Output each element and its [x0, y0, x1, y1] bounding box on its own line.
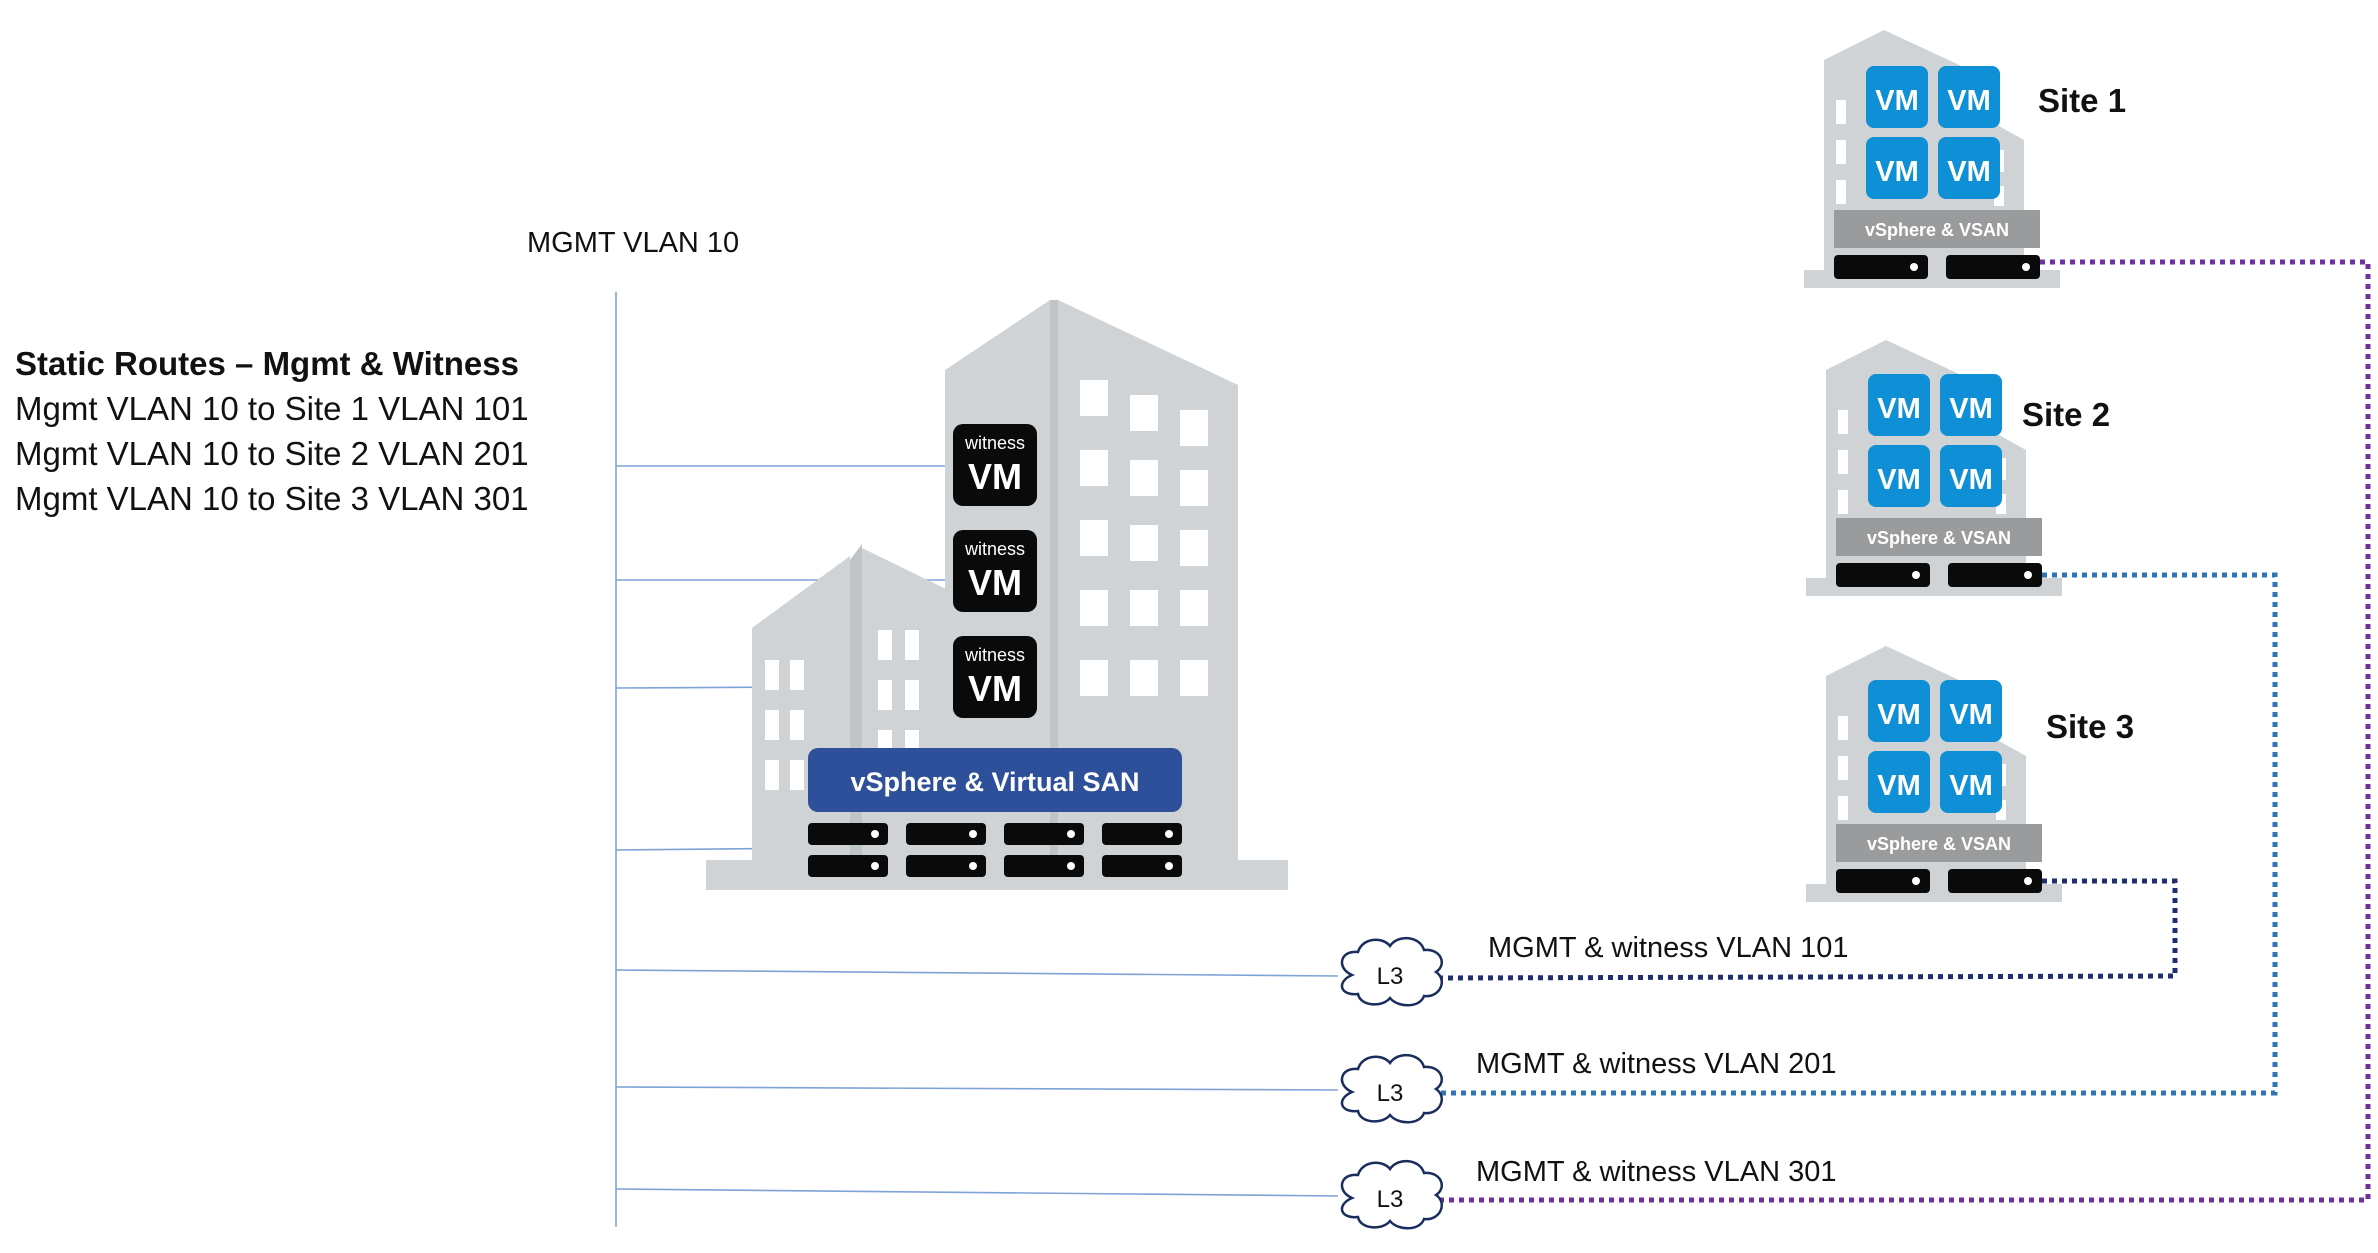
l3-router-2[interactable]: L3	[1340, 1054, 1443, 1124]
site-2-vm-2-label: VM	[1949, 393, 1993, 425]
site-2-vm-2[interactable]: VM	[1940, 374, 2002, 436]
site-3-vm-4[interactable]: VM	[1940, 751, 2002, 813]
site-3-vm-4-label: VM	[1949, 770, 1993, 802]
l3-router-1[interactable]: L3	[1340, 937, 1443, 1007]
l3-router-3-label: L3	[1377, 1186, 1404, 1213]
site-1-vm-1[interactable]: VM	[1866, 66, 1928, 128]
link-label-vlan-201: MGMT & witness VLAN 201	[1476, 1048, 1836, 1080]
link-site-1-vlan-301	[1440, 259, 2371, 1203]
site-2-vm-1[interactable]: VM	[1868, 374, 1930, 436]
static-route-1: Mgmt VLAN 10 to Site 1 VLAN 101	[15, 390, 529, 427]
site-3-vsphere-bar	[1836, 824, 2042, 862]
witness-vm-3-label: VM	[968, 668, 1022, 709]
witness-vm-2[interactable]: witness VM	[953, 530, 1037, 612]
site-3-vm-3[interactable]: VM	[1868, 751, 1930, 813]
witness-vm-2-tag: witness	[964, 539, 1025, 559]
site-3-vm-3-label: VM	[1877, 770, 1921, 802]
site-2-vm-3-label: VM	[1877, 464, 1921, 496]
site-1-vm-3[interactable]: VM	[1866, 137, 1928, 199]
static-routes-title: Static Routes – Mgmt & Witness	[15, 345, 519, 382]
site-2-vm-1-label: VM	[1877, 393, 1921, 425]
link-label-vlan-101: MGMT & witness VLAN 101	[1488, 932, 1848, 964]
site-2	[1806, 340, 2062, 596]
static-route-2: Mgmt VLAN 10 to Site 2 VLAN 201	[15, 435, 529, 472]
link-site-3-vlan-101	[1439, 878, 2178, 981]
l3-router-1-label: L3	[1377, 963, 1404, 990]
site-3-name: Site 3	[2046, 708, 2134, 745]
site-3-vm-2-label: VM	[1949, 699, 1993, 731]
site-1-vm-1-label: VM	[1875, 85, 1919, 117]
site-2-vm-4[interactable]: VM	[1940, 445, 2002, 507]
site-1-vm-3-label: VM	[1875, 156, 1919, 188]
site-2-vm-3[interactable]: VM	[1868, 445, 1930, 507]
site-3-vm-1-label: VM	[1877, 699, 1921, 731]
l3-router-2-label: L3	[1377, 1080, 1404, 1107]
site-1-vm-2-label: VM	[1947, 85, 1991, 117]
site-1-hosts	[1834, 255, 2040, 279]
branch-router-1	[615, 969, 1339, 977]
witness-vm-2-label: VM	[968, 562, 1022, 603]
witness-vm-3[interactable]: witness VM	[953, 636, 1037, 718]
site-1-vsphere-bar	[1834, 210, 2040, 248]
site-1-vm-2[interactable]: VM	[1938, 66, 2000, 128]
link-site-2-vlan-201	[1440, 572, 2278, 1096]
site-1-vsphere-label: vSphere & VSAN	[1865, 220, 2009, 240]
link-label-vlan-301: MGMT & witness VLAN 301	[1476, 1156, 1836, 1188]
central-vsphere-label: vSphere & Virtual SAN	[850, 767, 1139, 797]
site-3	[1806, 646, 2062, 902]
witness-vm-1-label: VM	[968, 456, 1022, 497]
site-3-vsphere-label: vSphere & VSAN	[1867, 834, 2011, 854]
mgmt-vlan-label: MGMT VLAN 10	[527, 227, 739, 259]
site-1-name: Site 1	[2038, 82, 2126, 119]
witness-vm-3-tag: witness	[964, 645, 1025, 665]
site-1-vm-4[interactable]: VM	[1938, 137, 2000, 199]
site-3-vm-2[interactable]: VM	[1940, 680, 2002, 742]
site-2-vsphere-bar	[1836, 518, 2042, 556]
site-3-hosts	[1836, 869, 2042, 893]
site-2-hosts	[1836, 563, 2042, 587]
branch-router-3	[615, 1188, 1339, 1197]
site-3-vm-1[interactable]: VM	[1868, 680, 1930, 742]
l3-router-3[interactable]: L3	[1340, 1160, 1443, 1230]
branch-router-2	[615, 1086, 1339, 1091]
central-hosts	[808, 823, 1182, 877]
site-2-name: Site 2	[2022, 396, 2110, 433]
witness-vm-1-tag: witness	[964, 433, 1025, 453]
site-1	[1804, 30, 2060, 288]
site-2-vm-4-label: VM	[1949, 464, 1993, 496]
witness-vm-1[interactable]: witness VM	[953, 424, 1037, 506]
site-1-vm-4-label: VM	[1947, 156, 1991, 188]
static-route-3: Mgmt VLAN 10 to Site 3 VLAN 301	[15, 480, 529, 517]
site-2-vsphere-label: vSphere & VSAN	[1867, 528, 2011, 548]
central-vsphere-bar: vSphere & Virtual SAN	[808, 748, 1182, 812]
